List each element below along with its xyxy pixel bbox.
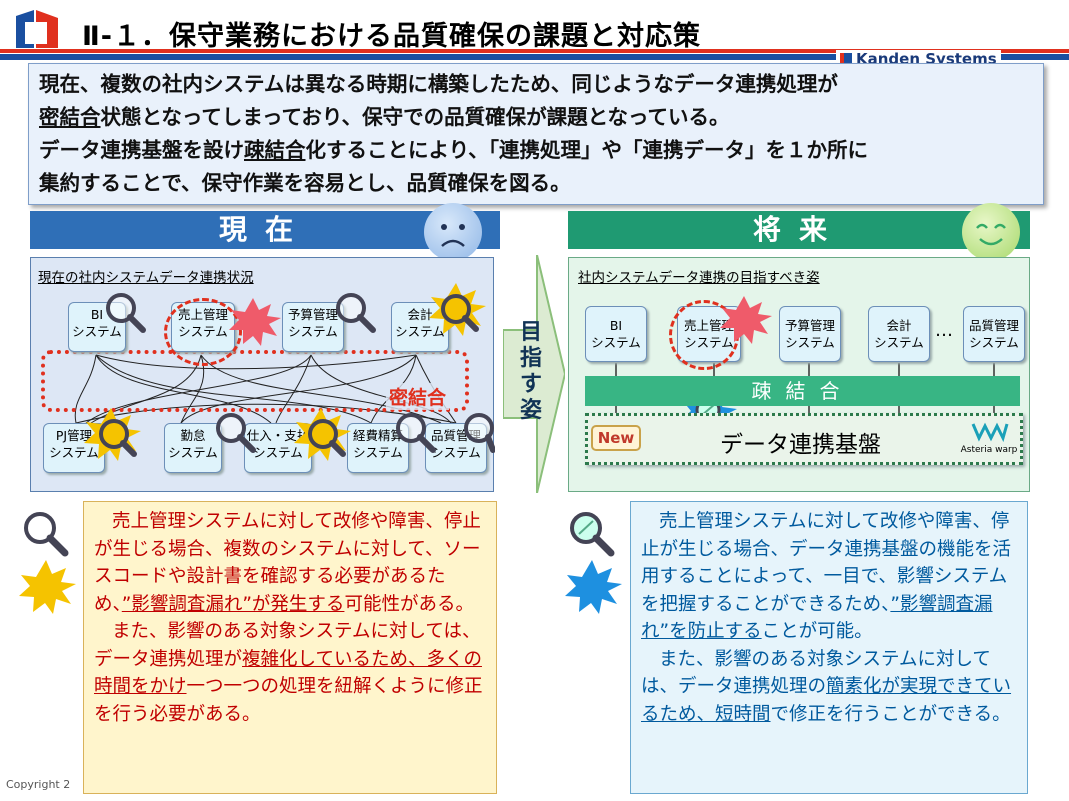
note-future-emphasis-2: 簡素化が実現できているため、 [641, 676, 1012, 725]
copyright: Copyright 2 [6, 778, 71, 791]
note-future-text-1: 売上管理システムに対して改修や障害、停止が生じる場合、 [641, 511, 1010, 560]
new-badge: New [591, 425, 641, 451]
system-box-bi-future: BI システム [585, 306, 647, 362]
note-future-icons [565, 512, 622, 614]
system-box-purchase-current: 仕入・支払システム [244, 423, 312, 473]
note-now-icons [19, 512, 76, 614]
system-label-line2: システム [785, 335, 835, 350]
burst-icon [565, 560, 622, 614]
note-future-text-3: ことが可能。 [761, 621, 873, 642]
system-box-quality-current: 品質管理システム [425, 423, 487, 473]
system-label-line1: 品質管理 [968, 318, 1019, 333]
impact-circle [164, 298, 242, 366]
sad-face-icon [424, 203, 482, 261]
system-label-line2: システム [168, 445, 218, 460]
current-diagram-caption: 現在の社内システムデータ連携状況 [38, 270, 254, 286]
system-box-budget-current: 予算管理システム [282, 302, 344, 352]
system-label-line1: 仕入・支払 [246, 428, 310, 443]
magnifier-burst-icons [84, 283, 495, 461]
data-platform-label: データ連携基盤 [720, 432, 881, 458]
arrow-char: 指 [519, 346, 542, 371]
arrow-label: 目 指 す 姿 [514, 320, 548, 424]
transition-arrow [502, 254, 567, 494]
intro-line-1: 現在、複数の社内システムは異なる時期に構築したため、同じようなデータ連携処理が [39, 72, 838, 96]
system-box-quality-future: 品質管理システム [963, 306, 1025, 362]
system-label-line1: 会計 [407, 307, 433, 322]
tight-coupling-label: 密結合 [386, 383, 450, 410]
data-platform-box [585, 413, 1023, 465]
system-label-line2: システム [288, 324, 338, 339]
note-future-emphasis-3: 短時間 [715, 703, 771, 725]
title-underline-red [0, 49, 1069, 53]
system-label-line2: システム [591, 335, 641, 350]
note-now-text-3: また、影響のある対象システムに対しては、データ連携処理が [94, 621, 481, 670]
system-label-line1: 勤怠 [180, 428, 206, 443]
arrow-char: 目 [519, 320, 542, 345]
page-title: Ⅱ-１．保守業務における品質確保の課題と対応策 [82, 21, 701, 52]
future-diagram-caption: 社内システムデータ連携の目指すべき姿 [578, 270, 820, 286]
happy-face-icon [962, 203, 1020, 261]
magnifier-icon [24, 512, 56, 544]
note-future-text-5: で修正を行うことができる。 [770, 703, 1011, 725]
tight-coupling-term: 密結合 [39, 105, 101, 129]
note-now-emphasis-1: ”影響調査漏れ”が発生する [121, 593, 345, 615]
intro-line-2-rest: 状態となってしまっており、保守での品質確保が課題となっている。 [100, 105, 730, 129]
warp-logo-text: Asteria warp [960, 445, 1018, 455]
company-mark-icon [840, 53, 852, 65]
system-box-expense-current: 経費精算システム [347, 423, 409, 473]
tight-coupling-frame [41, 350, 469, 412]
intro-line-3-rest: 化することにより、「連携処理」や「連携データ」を１か所に [305, 138, 869, 162]
note-now-text-2: 可能性がある。 [344, 593, 474, 615]
intro-line-2: 密結合状態となってしまっており、保守での品質確保が課題となっている。 [39, 101, 1033, 134]
system-label-line1: 会計 [886, 318, 912, 333]
system-label-line2: システム [969, 335, 1019, 350]
system-box-attendance-current: 勤怠システム [164, 423, 222, 473]
note-now-emphasis-2: 複雑化しているため、多くの時間をかけ [94, 648, 482, 698]
intro-box: 現在、複数の社内システムは異なる時期に構築したため、同じようなデータ連携処理が … [28, 63, 1044, 205]
arrow-char: 姿 [519, 398, 542, 423]
warp-icon [971, 422, 1009, 443]
system-box-accounting-future: 会計システム [868, 306, 930, 362]
note-now-text-4: 一つ一つの処理を紐解くように修正を行う必要がある。 [94, 676, 483, 725]
system-box-budget-future: 予算管理システム [779, 306, 841, 362]
system-label-line1: 経費精算 [352, 428, 403, 443]
note-future-emphasis-1: ”影響調査漏れ”を防止する [641, 593, 993, 643]
current-issue-note: 売上管理システムに対して改修や障害、停止が生じる場合、複数のシステムに対して、ソ… [83, 501, 497, 794]
system-label-line1: PJ管理 [55, 428, 93, 443]
burst-icon [720, 296, 772, 344]
system-label-line1: 予算管理 [784, 318, 835, 333]
note-now-text-1: 売上管理システムに対して改修や障害、停止が生じる場合、複数のシステムに対して、ソ… [94, 511, 481, 615]
system-label-line1: 予算管理 [287, 307, 338, 322]
note-future-text-4: また、影響のある対象システムに対しては、データ連携処理の [641, 648, 991, 698]
intro-line-3-start: データ連携基盤を設け [39, 138, 244, 162]
system-label-line2: システム [431, 445, 481, 460]
arrow-char: す [519, 372, 542, 397]
magnifier-icon [106, 293, 495, 453]
system-label-line2: システム [353, 445, 403, 460]
burst-icon [19, 560, 76, 614]
system-box-accounting-current: 会計システム [391, 302, 449, 352]
system-label-line2: システム [253, 445, 303, 460]
current-heading: 現在 [30, 211, 500, 249]
future-heading: 将来 [568, 211, 1030, 249]
future-solution-note: 売上管理システムに対して改修や障害、停止が生じる場合、データ連携基盤の機能を活用… [630, 501, 1028, 794]
intro-line-3: データ連携基盤を設け疎結合化することにより、「連携処理」や「連携データ」を１か所… [39, 134, 1033, 167]
system-label-line2: システム [874, 335, 924, 350]
system-label-line2: システム [72, 324, 122, 339]
intro-line-4: 集約することで、保守作業を容易とし、品質確保を図る。 [39, 171, 571, 195]
loose-coupling-bar: 疎結合 [585, 376, 1020, 406]
system-label-line2: システム [49, 445, 99, 460]
note-future-text-2: データ連携基盤の機能を活用することによって、一目で、影響システムを把握することが… [641, 538, 1012, 615]
loose-coupling-term: 疎結合 [244, 138, 306, 162]
title-underline [0, 54, 1069, 60]
asteria-warp-logo: Asteria warp [958, 420, 1020, 462]
system-label-line1: BI [90, 307, 104, 322]
burst-icon [84, 283, 486, 461]
company-logo [12, 8, 62, 52]
system-label-line2: システム [395, 324, 445, 339]
more-systems-ellipsis: … [935, 320, 953, 341]
system-label-line1: BI [609, 318, 623, 333]
